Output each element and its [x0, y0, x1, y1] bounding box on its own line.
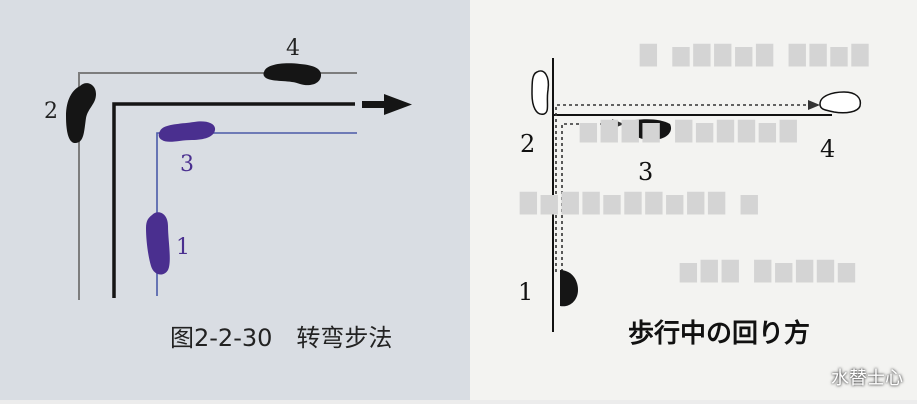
- dotted-path-arrow-icon: [808, 100, 820, 110]
- left-diagram-svg: 4 2 3 1: [44, 36, 412, 300]
- label-2: 2: [520, 130, 535, 158]
- footprint-outline-4-icon: [819, 91, 862, 114]
- bleed-through-text-texture: ▆▇▇▆ ▇▆▇▇▆▇: [580, 118, 801, 143]
- footprint-3-icon: [158, 121, 216, 142]
- label-1: 1: [176, 235, 190, 260]
- footprint-4-icon: [263, 63, 322, 86]
- label-2: 2: [44, 99, 58, 124]
- right-diagram-panel: ▇ ▆▇▇▆▇ ▇▇▆▇ ▆▇▇▆ ▇▆▇▇▆▇ ▇▆▇▇▆▇▇▆▇▇ ▆ ▆▇…: [470, 0, 917, 400]
- outer-path-line: [78, 72, 357, 300]
- label-3: 3: [180, 152, 194, 177]
- footprint-1-icon: [560, 270, 578, 307]
- label-3: 3: [638, 158, 653, 186]
- label-4: 4: [286, 36, 300, 61]
- label-1: 1: [518, 278, 533, 306]
- right-figure-caption: 歩行中の回り方: [628, 319, 811, 349]
- footprint-outline-start-icon: [531, 70, 550, 115]
- watermark-text: 水替士心: [831, 368, 903, 389]
- dotted-path-inner: [561, 123, 620, 272]
- footprint-3-icon: [625, 119, 672, 140]
- dotted-path-arrow-icon: [612, 119, 624, 129]
- bleed-through-text-texture: ▆▇▇ ▇▆▇▇▆: [680, 258, 860, 283]
- left-diagram-panel: 4 2 3 1 图2-2-30 转弯步法: [0, 0, 470, 400]
- footprint-2-icon: [66, 83, 96, 144]
- label-4: 4: [820, 135, 835, 163]
- right-diagram-svg: 2 3 4 1: [518, 58, 862, 332]
- arrow-head-icon: [384, 94, 412, 115]
- dotted-path-outer: [555, 104, 820, 272]
- footprint-1-icon: [146, 212, 170, 275]
- left-figure-caption: 图2-2-30 转弯步法: [170, 324, 393, 352]
- direction-path-line: [112, 102, 355, 298]
- bleed-through-text-texture: ▇ ▆▇▇▆▇ ▇▇▆▇: [640, 42, 873, 67]
- arrow-shaft: [362, 101, 384, 108]
- bleed-through-text-texture: ▇▆▇▇▆▇▇▆▇▇ ▆: [520, 190, 762, 215]
